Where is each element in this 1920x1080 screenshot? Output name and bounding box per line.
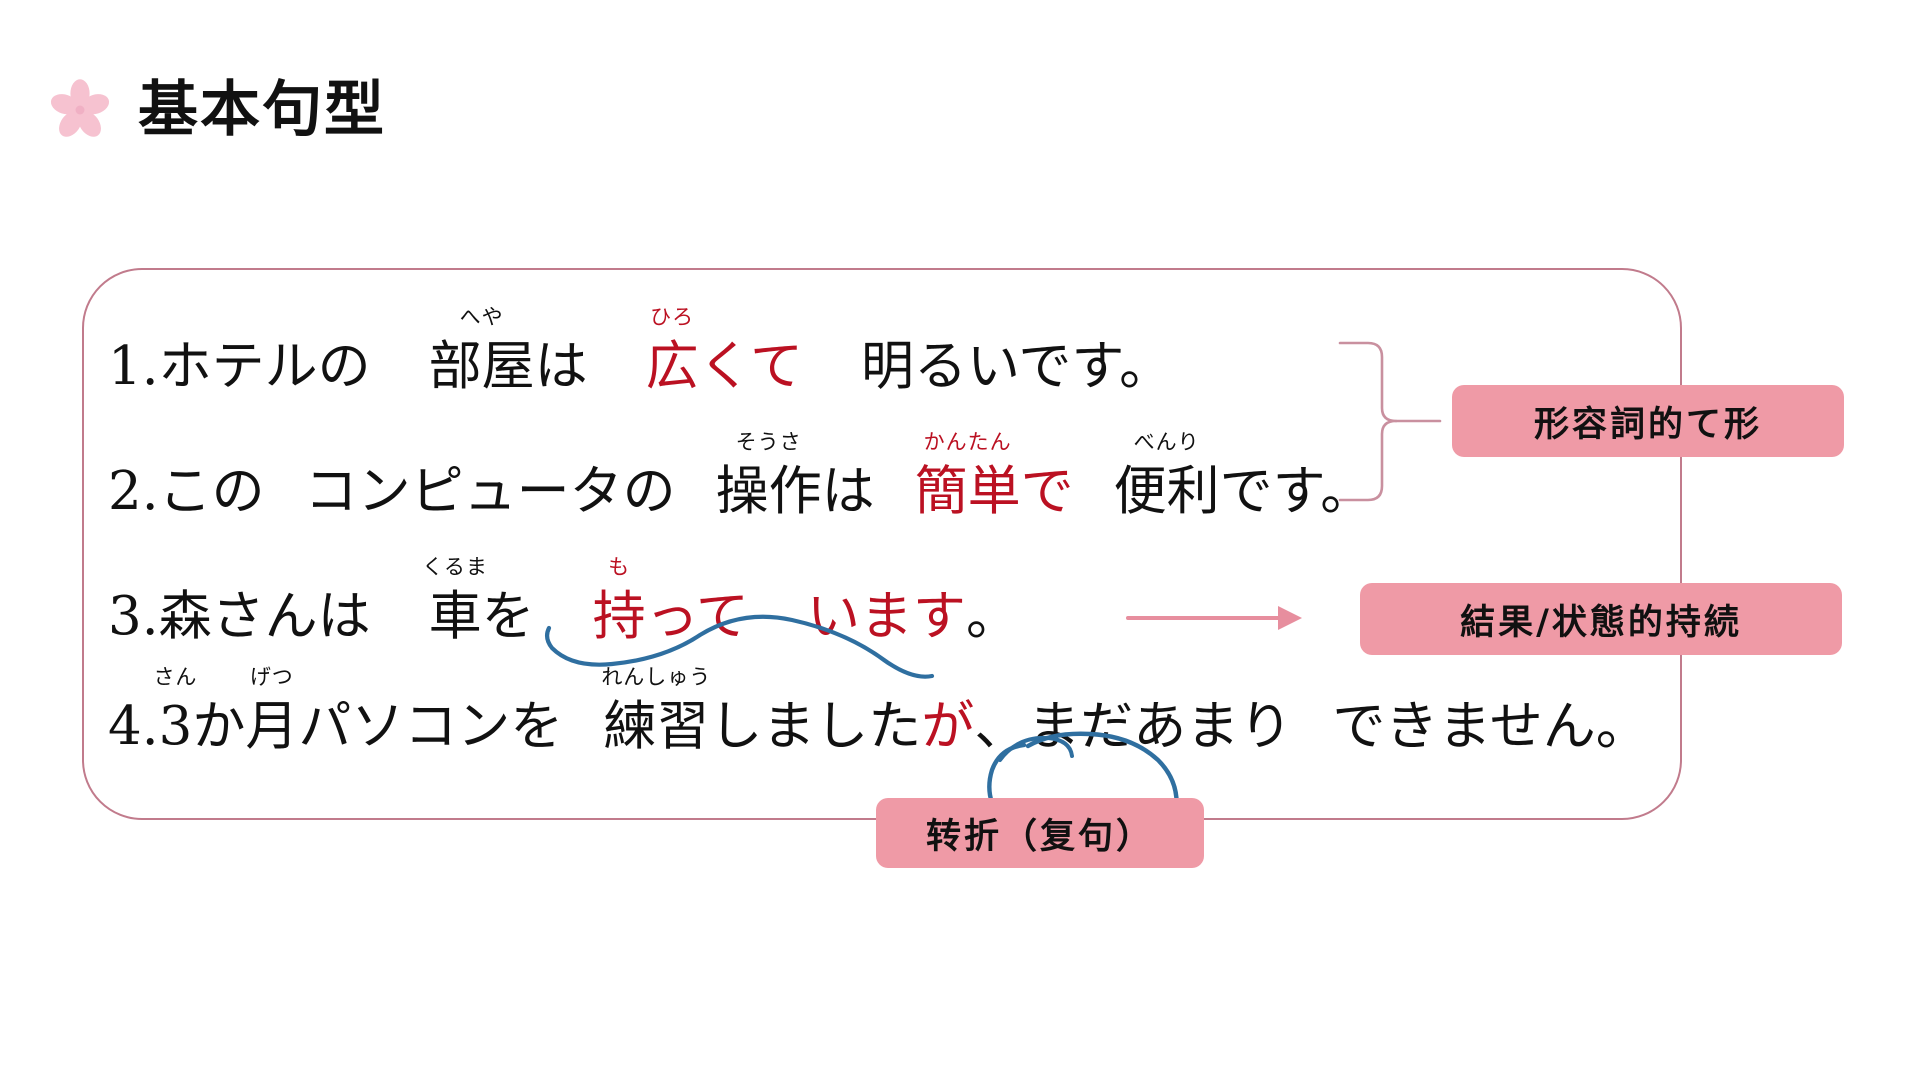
sentence-3-part-2-ruby: くるま車 (422, 557, 487, 644)
sentence-2-part-1: この (158, 461, 265, 522)
page-title: 基本句型 (138, 75, 386, 145)
sentence-2-part-8: です。 (1219, 461, 1374, 522)
furigana-getsu: げつ (249, 665, 294, 689)
sentence-4-part-6: しました (709, 696, 922, 757)
sentence-2-part-7-ruby: べんり便利 (1114, 432, 1220, 519)
sentence-4-part-2: か (192, 696, 246, 757)
sentence-2-part-3-ruby: そうさ操作 (716, 432, 822, 519)
sentence-3-part-1: 森さんは (158, 586, 371, 647)
sentence-4-part-3-ruby: げつ月 (245, 667, 298, 754)
sentence-2-part-7: 便利 (1113, 461, 1220, 522)
sentence-4-part-5: 練習 (603, 696, 710, 757)
furigana-mo: も (608, 555, 631, 579)
sentence-3-part-6: います (806, 586, 966, 647)
furigana-san: さん (153, 665, 198, 689)
sentence-4-part-9: できません。 (1332, 696, 1649, 757)
sakura-flower-icon (50, 79, 110, 137)
sentence-1-number: 1. (108, 336, 159, 397)
sentence-1-part-2: 部屋 (428, 336, 535, 397)
sentence-3-part-5: って (645, 586, 749, 647)
sentence-1-part-2-ruby: へや部屋 (429, 307, 535, 394)
sentence-1-part-1: ホテルの (158, 336, 371, 397)
sentence-4-number: 4. (108, 696, 159, 757)
sentence-1-part-4: 広 (645, 336, 699, 397)
furigana-benri: べんり (1133, 430, 1200, 454)
sentence-4-part-3: 月 (245, 696, 299, 757)
sentence-2-number: 2. (108, 461, 159, 522)
sentence-4-part-4: パソコンを (298, 696, 564, 757)
slide-title-row: 基本句型 (48, 78, 386, 142)
sentence-4-part-7-ga: が (921, 696, 975, 757)
annotation-chip-contrast-complex-sentence[interactable]: 转折（复句） (876, 798, 1204, 868)
sentence-3-part-3: を (481, 586, 535, 647)
sentence-4-part-1-ruby: さん 3 (153, 667, 196, 754)
sentence-3-part-4: 持 (592, 586, 646, 647)
sentence-line-2: 2.このコンピュータのそうさ操作はかんたん簡単でべんり便利です。 (108, 432, 1374, 522)
sentence-2-part-3: 操作 (715, 461, 822, 522)
sentence-4-part-8: 、まだあまり (974, 696, 1293, 757)
furigana-renshuu: れんしゅう (601, 665, 712, 689)
sentence-1-part-6: 明るいです。 (861, 336, 1173, 397)
furigana-sousa: そうさ (735, 430, 802, 454)
sentence-2-part-4: は (821, 461, 875, 522)
furigana-kuruma: くるま (422, 555, 488, 579)
furigana-heya: へや (459, 305, 504, 329)
annotation-chip-adjective-te-form[interactable]: 形容詞的て形 (1452, 385, 1844, 457)
furigana-kantan: かんたん (923, 430, 1012, 454)
sentence-4-part-1: 3 (158, 696, 193, 757)
sentence-2-part-2: コンピュータの (304, 461, 676, 522)
sentence-3-part-4-ruby: も持 (593, 557, 646, 644)
sentence-4-part-5-ruby: れんしゅう練習 (601, 667, 710, 754)
sentence-line-3: 3.森さんはくるま車をも持っています。 (108, 557, 1019, 647)
sentence-2-part-6: で (1020, 461, 1074, 522)
sentence-3-part-7: 。 (965, 586, 1019, 647)
sentence-1-part-4-ruby: ひろ広 (646, 307, 699, 394)
annotation-chip-result-state-continuation[interactable]: 結果/状態的持続 (1360, 583, 1842, 655)
furigana-hiro: ひろ (650, 305, 695, 329)
sentence-3-part-2: 車 (428, 586, 482, 647)
sentence-1-part-5: くて (698, 336, 803, 397)
sentence-2-part-5: 簡単 (914, 461, 1021, 522)
sentence-2-part-5-ruby: かんたん簡単 (915, 432, 1021, 519)
sentence-1-part-3: は (534, 336, 588, 397)
sentence-3-number: 3. (108, 586, 159, 647)
sentence-line-1: 1.ホテルのへや部屋はひろ広くて明るいです。 (108, 307, 1173, 397)
